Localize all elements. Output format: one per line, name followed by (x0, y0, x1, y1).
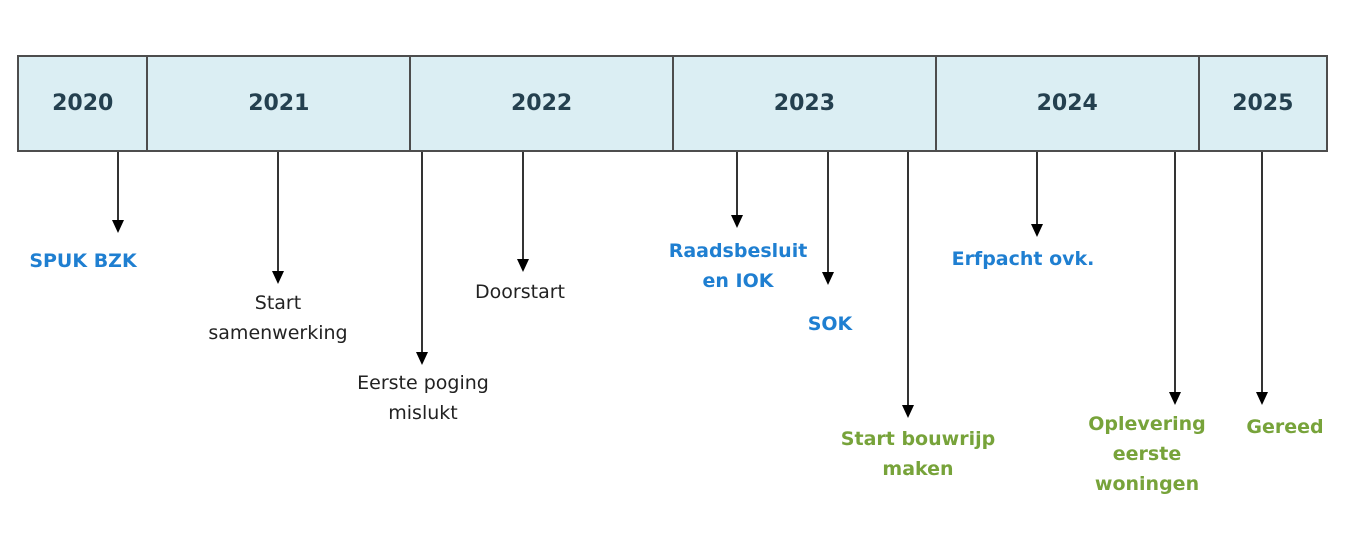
arrow-start-bouwrijp-maken (902, 152, 914, 418)
arrow-spuk-bzk (112, 152, 124, 233)
event-label-eerste-poging-mislukt: Eerste poging mislukt (357, 372, 489, 424)
year-cell-2021: 2021 (146, 55, 412, 152)
arrow-start-samenwerking (272, 152, 284, 284)
arrow-doorstart (517, 152, 529, 272)
arrow-erfpacht-ovk (1031, 152, 1043, 237)
year-cell-2022: 2022 (409, 55, 674, 152)
arrow-gereed (1256, 152, 1268, 405)
event-label-oplevering-eerste-woningen: Oplevering eerste woningen (1088, 413, 1206, 495)
event-label-start-bouwrijp-maken: Start bouwrijp maken (840, 428, 996, 480)
event-label-doorstart: Doorstart (475, 281, 565, 303)
event-label-sok: SOK (807, 313, 853, 335)
arrow-eerste-poging-mislukt (416, 152, 428, 365)
arrow-oplevering-eerste-woningen (1169, 152, 1181, 405)
event-label-start-samenwerking: Start samenwerking (208, 292, 348, 344)
arrow-raadsbesluit-en-iok (731, 152, 743, 228)
year-cell-2023: 2023 (672, 55, 937, 152)
arrow-sok (822, 152, 834, 285)
event-label-spuk-bzk: SPUK BZK (29, 250, 137, 272)
year-cell-2020: 2020 (17, 55, 149, 152)
event-label-raadsbesluit-en-iok: Raadsbesluit en IOK (668, 240, 808, 292)
event-label-erfpacht-ovk: Erfpacht ovk. (951, 248, 1095, 270)
year-cell-2025: 2025 (1197, 55, 1329, 152)
event-label-gereed: Gereed (1246, 416, 1324, 438)
year-cell-2024: 2024 (934, 55, 1200, 152)
